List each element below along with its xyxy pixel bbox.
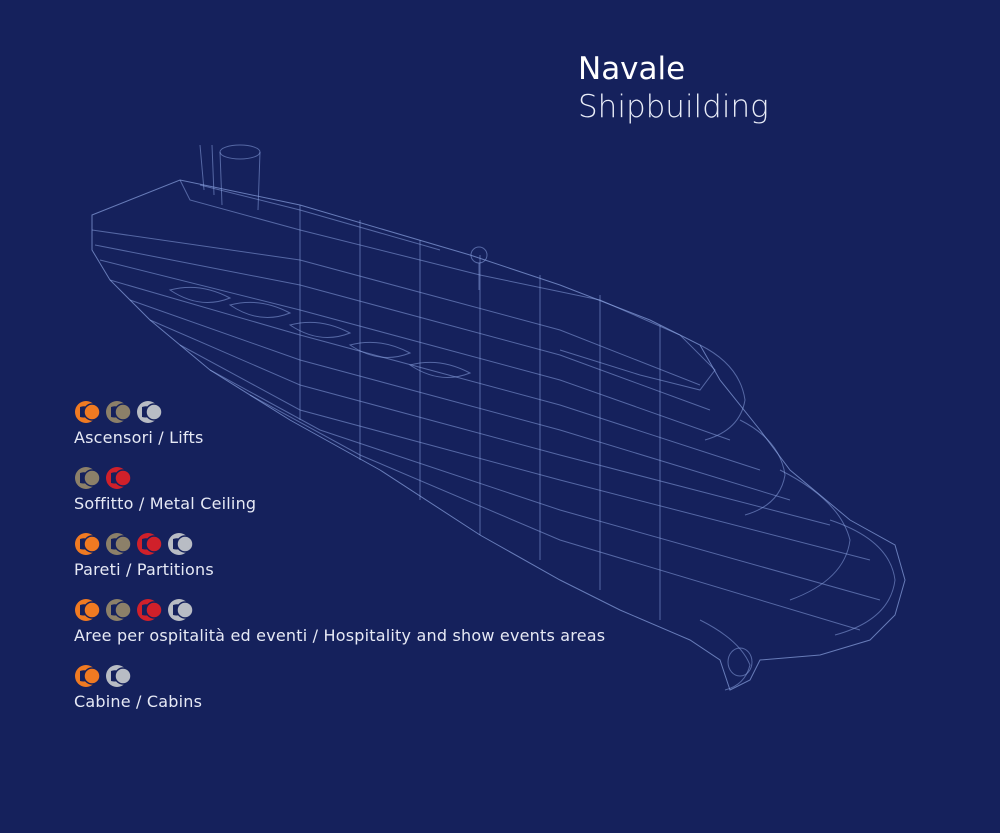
orange-product-icon <box>75 665 101 687</box>
legend-item-cabins: Cabine / Cabins <box>74 664 605 713</box>
legend-label: Soffitto / Metal Ceiling <box>74 494 257 513</box>
legend-label: Cabine / Cabins <box>74 692 203 711</box>
orange-product-icon <box>75 599 101 621</box>
silver-product-icon <box>168 599 194 621</box>
orange-product-icon <box>75 533 101 555</box>
legend-icons <box>74 466 605 490</box>
legend: Ascensori / Lifts Soffitto / Metal Ceili… <box>74 400 605 730</box>
legend-label: Pareti / Partitions <box>74 560 214 579</box>
bronze-product-icon <box>106 401 132 423</box>
red-product-icon <box>137 533 163 555</box>
legend-icons <box>74 532 605 556</box>
title-italian: Navale <box>578 51 686 87</box>
red-product-icon <box>106 467 132 489</box>
title-english: Shipbuilding <box>578 89 769 125</box>
bronze-product-icon <box>75 467 101 489</box>
orange-product-icon <box>75 401 101 423</box>
silver-product-icon <box>168 533 194 555</box>
legend-item-metal-ceiling: Soffitto / Metal Ceiling <box>74 466 605 515</box>
red-product-icon <box>137 599 163 621</box>
legend-label: Ascensori / Lifts <box>74 428 204 447</box>
legend-icons <box>74 664 605 688</box>
legend-icons <box>74 400 605 424</box>
silver-product-icon <box>137 401 163 423</box>
legend-item-lifts: Ascensori / Lifts <box>74 400 605 449</box>
title-block: Navale Shipbuilding <box>578 50 769 126</box>
legend-label: Aree per ospitalità ed eventi / Hospital… <box>74 626 606 645</box>
silver-product-icon <box>106 665 132 687</box>
legend-item-hospitality: Aree per ospitalità ed eventi / Hospital… <box>74 598 605 647</box>
bronze-product-icon <box>106 599 132 621</box>
legend-icons <box>74 598 605 622</box>
bronze-product-icon <box>106 533 132 555</box>
legend-item-partitions: Pareti / Partitions <box>74 532 605 581</box>
